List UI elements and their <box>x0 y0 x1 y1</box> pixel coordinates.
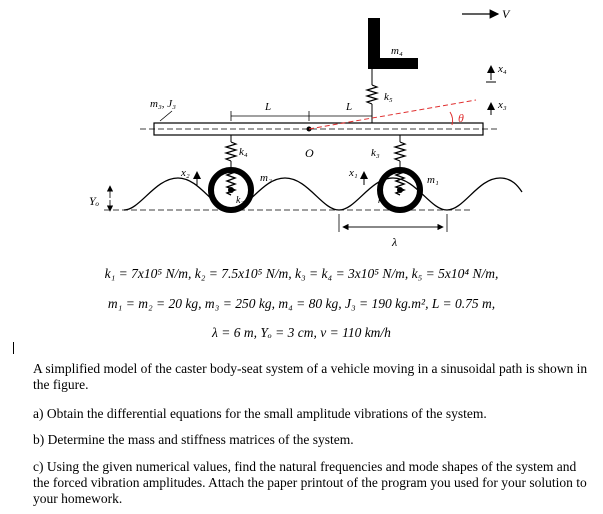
spring-k1 <box>394 169 406 196</box>
x4-label: x₄ <box>497 63 507 75</box>
equation-road: λ = 6 m, Yₒ = 3 cm, v = 110 km/h <box>212 325 391 340</box>
lambda-label: λ <box>391 235 397 249</box>
equation-stiffness: k₁ = 7x10⁵ N/m, k₂ = 7.5x10⁵ N/m, k₃ = k… <box>104 266 499 281</box>
equation-masses: m₁ = m₂ = 20 kg, m₃ = 250 kg, m₄ = 80 kg… <box>107 296 496 311</box>
k3-label: k₃ <box>371 147 380 159</box>
m2-label: m₂ <box>260 172 272 184</box>
text-cursor <box>13 342 14 354</box>
theta-label: θ <box>458 111 464 125</box>
m3j3-label: m₃, J₃ <box>150 98 176 110</box>
part-b: b) Determine the mass and stiffness matr… <box>33 432 354 447</box>
x1-label: x₁ <box>348 167 358 179</box>
x2-label: x₂ <box>180 167 190 179</box>
seat-mass <box>368 18 418 69</box>
spring-k4 <box>223 141 239 162</box>
dimension-L2: L <box>345 101 352 113</box>
spring-k3 <box>392 141 408 162</box>
center-label: O <box>305 146 314 160</box>
problem-statement: A simplified model of the caster body-se… <box>33 361 588 392</box>
m1-label: m₁ <box>427 174 439 186</box>
velocity-label: V <box>502 7 511 21</box>
sinusoidal-road <box>123 177 523 211</box>
spring-k2 <box>225 169 237 196</box>
k5-label: k₅ <box>384 91 393 103</box>
system-figure: V m₄ k₅ m₃, J₃ L L O θ x₄ x₃ k₄ k₃ m₂ k₂… <box>89 7 523 249</box>
k2-label: k₂ <box>236 195 244 206</box>
part-c: c) Using the given numerical values, fin… <box>33 459 587 506</box>
y0-label: Yₒ <box>89 194 100 208</box>
k1-label: k₁ <box>378 195 386 206</box>
theta-line <box>308 99 477 130</box>
k4-label: k₄ <box>239 146 248 158</box>
dimension-L1: L <box>264 101 271 113</box>
seat-spring-k5 <box>364 84 380 105</box>
m4-label: m₄ <box>391 45 403 57</box>
x3-label: x₃ <box>497 99 507 111</box>
part-a: a) Obtain the differential equations for… <box>33 406 487 421</box>
